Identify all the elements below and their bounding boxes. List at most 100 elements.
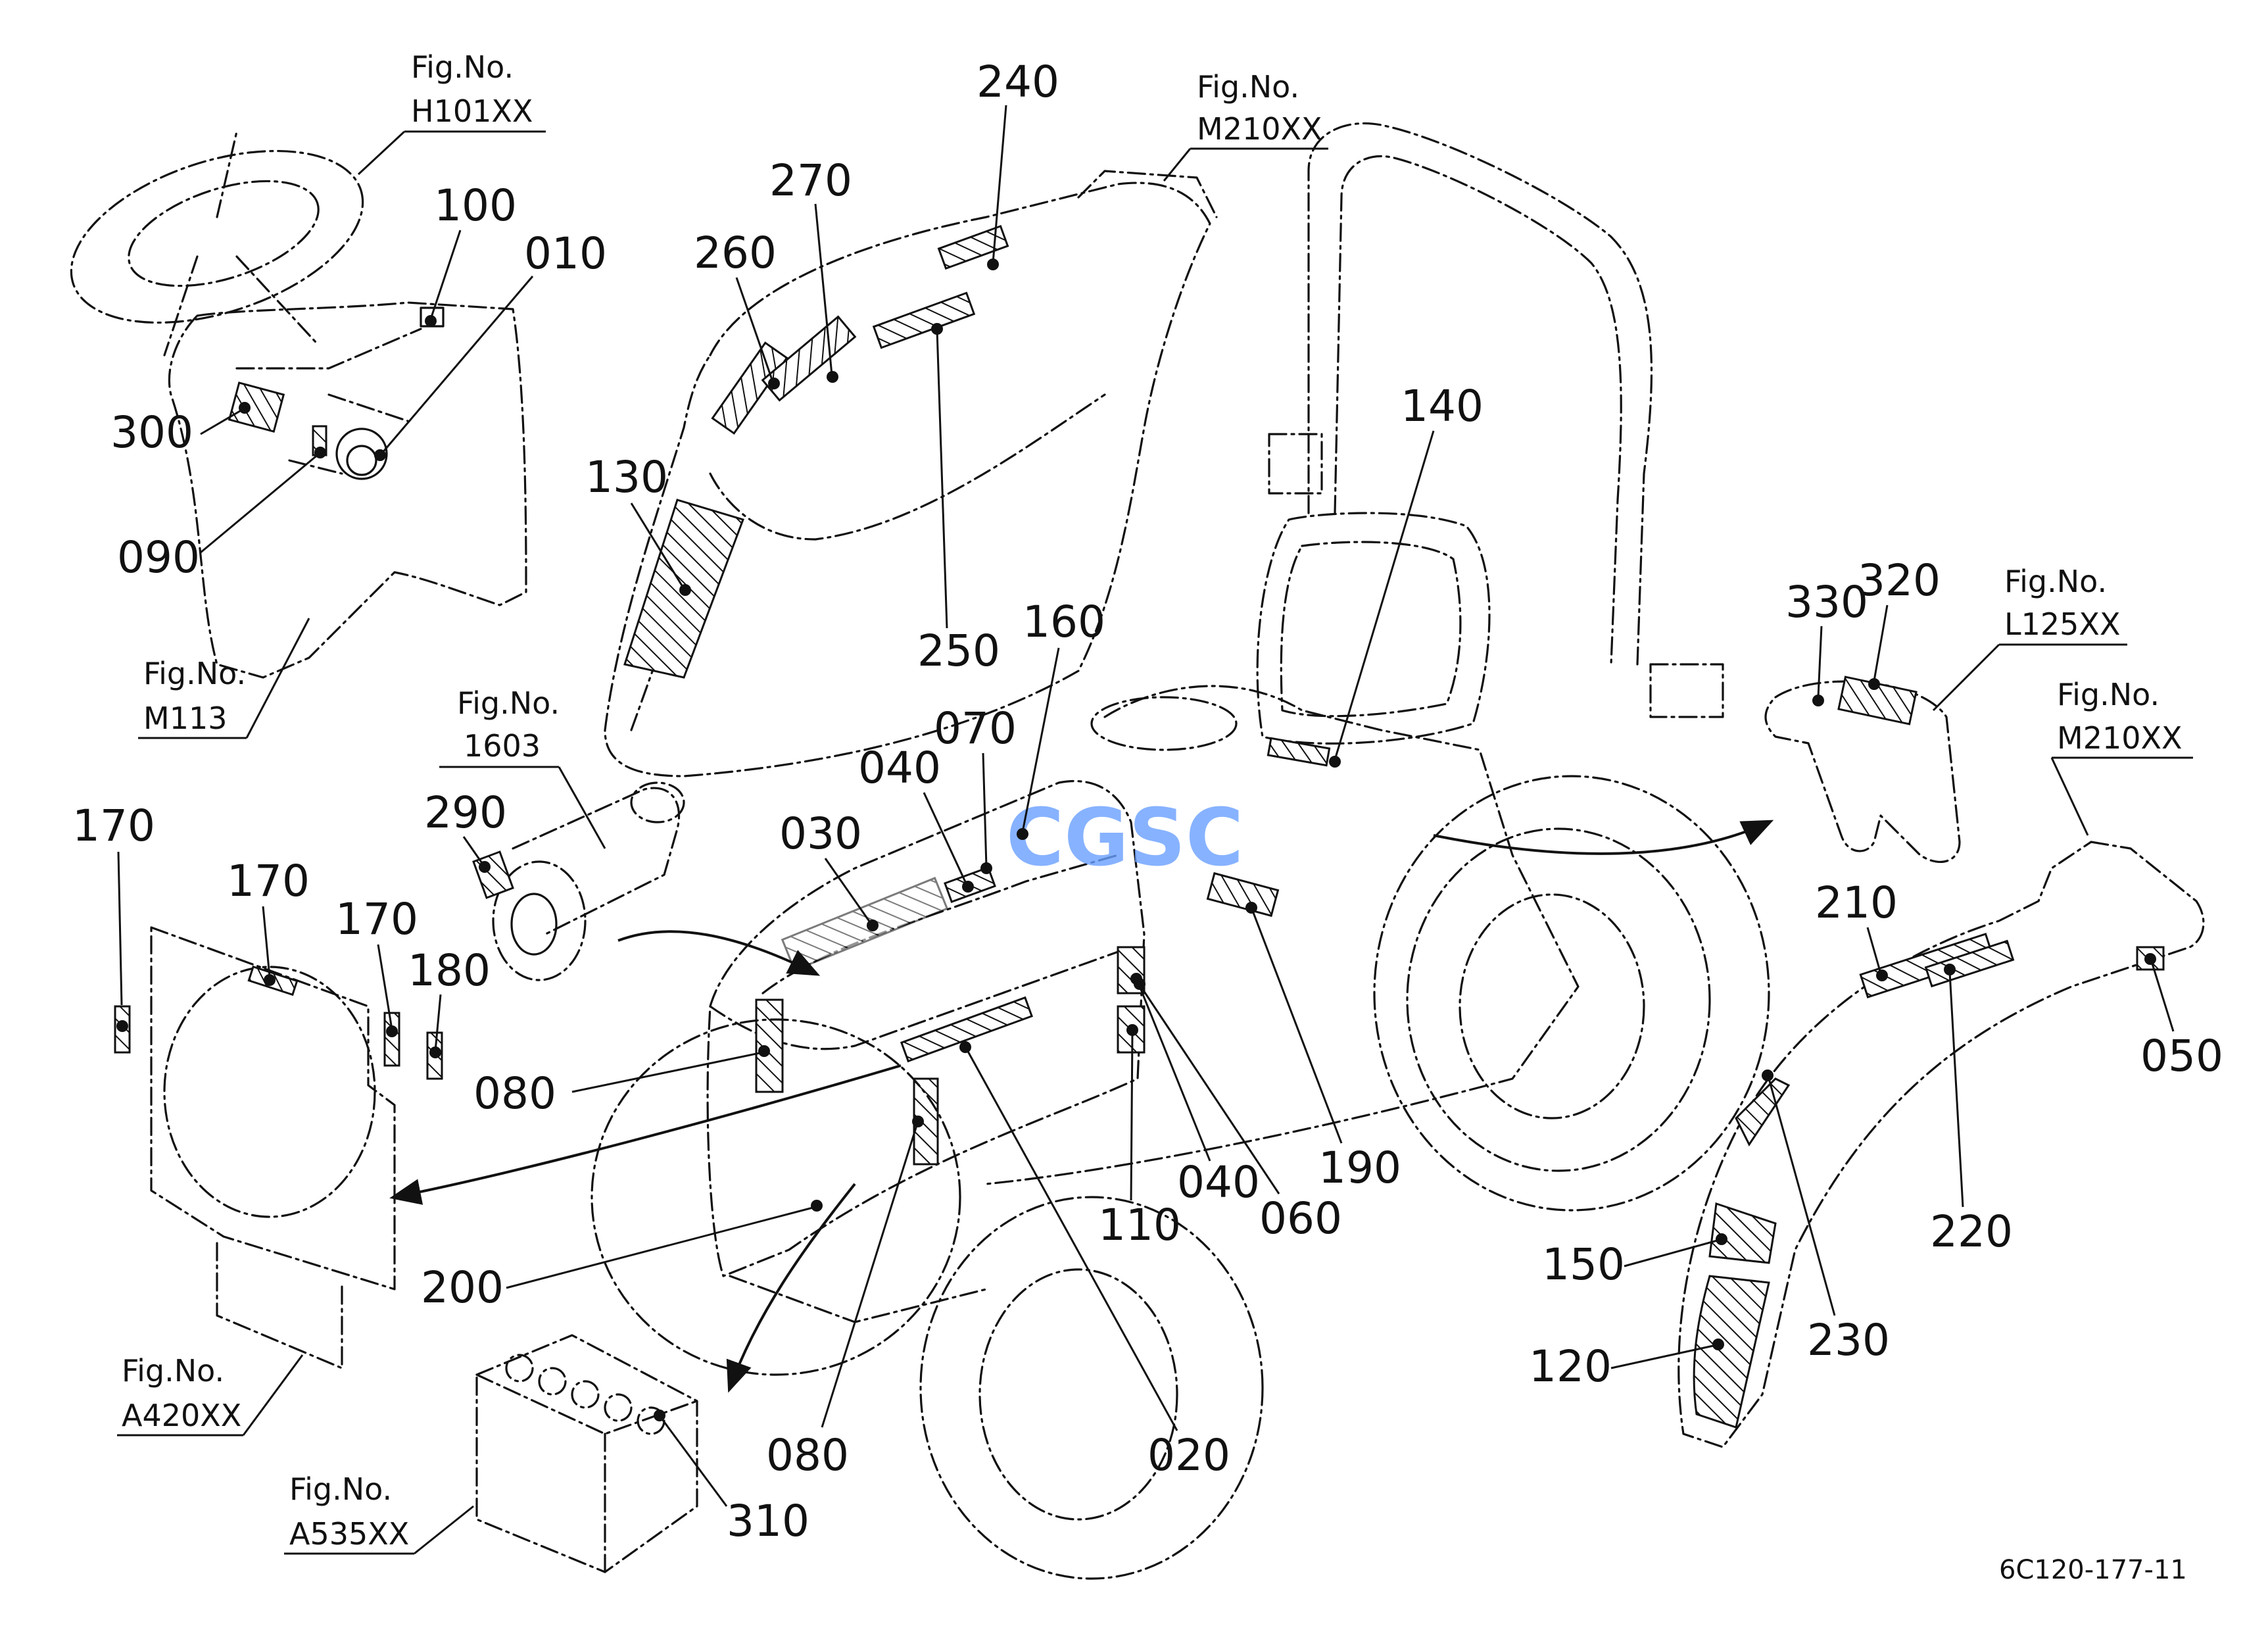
side-panel — [1764, 676, 1961, 863]
callout-label: 260 — [694, 228, 777, 278]
fig-ref-l125xx[interactable]: Fig.No. L125XX — [1932, 564, 2127, 712]
callout-label: 240 — [977, 57, 1059, 107]
fig-ref-1603[interactable]: Fig.No. 1603 — [439, 685, 606, 849]
fig-ref-title: Fig.No. — [289, 1471, 392, 1507]
callout-210[interactable]: 210 — [1815, 877, 1898, 981]
callout-label: 140 — [1401, 381, 1484, 431]
rear-wheel — [1373, 775, 1770, 1212]
fig-ref-m210xx-top[interactable]: Fig.No. M210XX — [1163, 69, 1328, 182]
callout-080-upper[interactable]: 080 — [473, 1045, 770, 1119]
fig-ref-code: H101XX — [411, 93, 533, 129]
callout-180[interactable]: 180 — [408, 945, 491, 1058]
callout-220[interactable]: 220 — [1930, 964, 2013, 1257]
fig-ref-title: Fig.No. — [1197, 69, 1299, 105]
callout-230[interactable]: 230 — [1762, 1069, 1890, 1365]
callout-200[interactable]: 200 — [421, 1200, 823, 1313]
callout-250[interactable]: 250 — [917, 323, 1000, 676]
callout-label: 130 — [585, 452, 668, 503]
callout-label: 170 — [335, 894, 418, 945]
callout-label: 040 — [1177, 1157, 1260, 1208]
callout-label: 210 — [1815, 877, 1898, 928]
callout-label: 060 — [1259, 1193, 1342, 1244]
callout-label: 120 — [1529, 1341, 1612, 1392]
callout-020[interactable]: 020 — [959, 1041, 1230, 1481]
watermark-text: CGSC — [1006, 793, 1243, 884]
callout-label: 080 — [473, 1068, 556, 1119]
callout-label: 160 — [1023, 597, 1105, 647]
callout-130[interactable]: 130 — [585, 452, 691, 596]
fig-ref-title: Fig.No. — [143, 656, 246, 691]
callout-label: 150 — [1542, 1239, 1625, 1290]
callout-190[interactable]: 190 — [1245, 902, 1401, 1193]
callout-300[interactable]: 300 — [110, 402, 251, 458]
callout-320[interactable]: 320 — [1858, 555, 1941, 690]
callout-040-top[interactable]: 040 — [858, 743, 974, 893]
fig-ref-code: M210XX — [1197, 111, 1322, 147]
callouts: 240 270 260 130 250 100 010 300 090 140 … — [72, 57, 2223, 1546]
steering-dash-assembly — [70, 130, 527, 679]
callout-290[interactable]: 290 — [424, 787, 507, 873]
callout-label: 030 — [779, 808, 862, 859]
callout-010[interactable]: 010 — [374, 228, 607, 461]
callout-160[interactable]: 160 — [1017, 597, 1105, 840]
callout-label: 300 — [110, 407, 193, 458]
callout-label: 330 — [1785, 577, 1868, 627]
battery — [475, 1334, 698, 1573]
callout-label: 310 — [727, 1496, 809, 1546]
callout-150[interactable]: 150 — [1542, 1233, 1727, 1290]
callout-310[interactable]: 310 — [654, 1410, 809, 1546]
callout-090[interactable]: 090 — [117, 447, 326, 583]
fig-ref-m210xx-right[interactable]: Fig.No. M210XX — [2050, 677, 2193, 836]
callout-120[interactable]: 120 — [1529, 1339, 1724, 1392]
fig-ref-a535xx[interactable]: Fig.No. A535XX — [284, 1471, 474, 1555]
fig-ref-code: 1603 — [464, 728, 541, 764]
callout-label: 230 — [1807, 1315, 1890, 1365]
callout-label: 170 — [227, 856, 310, 906]
fig-ref-a420xx[interactable]: Fig.No. A420XX — [117, 1353, 304, 1437]
callout-170-right[interactable]: 170 — [335, 894, 418, 1037]
fig-ref-code: M210XX — [2057, 720, 2183, 756]
callout-050[interactable]: 050 — [2140, 953, 2223, 1081]
fender — [1677, 841, 2205, 1448]
callout-label: 090 — [117, 532, 200, 583]
callout-label: 040 — [858, 743, 941, 793]
callout-030[interactable]: 030 — [779, 808, 879, 931]
callout-label: 320 — [1858, 555, 1941, 606]
callout-label: 170 — [72, 800, 155, 851]
callout-140[interactable]: 140 — [1329, 381, 1484, 768]
fig-ref-title: Fig.No. — [2057, 677, 2159, 712]
callout-110[interactable]: 110 — [1098, 1024, 1181, 1250]
callout-260[interactable]: 260 — [694, 228, 780, 389]
callout-label: 220 — [1930, 1206, 2013, 1257]
fig-ref-code: L125XX — [2004, 606, 2120, 642]
rops-seat-assembly — [985, 122, 1724, 1185]
callout-170-left[interactable]: 170 — [72, 800, 155, 1032]
callout-170-mid[interactable]: 170 — [227, 856, 310, 986]
callout-060[interactable]: 060 — [1134, 978, 1342, 1244]
fig-ref-m113[interactable]: Fig.No. M113 — [138, 618, 310, 739]
pointer-arrows — [389, 820, 1774, 1393]
callout-label: 200 — [421, 1262, 504, 1313]
callout-100[interactable]: 100 — [425, 180, 517, 327]
callout-080-lower[interactable]: 080 — [766, 1116, 924, 1481]
callout-040-bottom[interactable]: 040 — [1130, 973, 1260, 1208]
callout-330[interactable]: 330 — [1785, 577, 1868, 706]
callout-label: 290 — [424, 787, 507, 838]
callout-label: 050 — [2140, 1031, 2223, 1081]
figure-refs: Fig.No. H101XX Fig.No. M210XX Fig.No. M1… — [117, 49, 2193, 1555]
drawing-code: 6C120-177-11 — [1999, 1555, 2187, 1585]
callout-label: 250 — [917, 626, 1000, 676]
fig-ref-title: Fig.No. — [411, 49, 514, 85]
fig-ref-title: Fig.No. — [122, 1353, 224, 1389]
fig-ref-h101xx[interactable]: Fig.No. H101XX — [357, 49, 546, 176]
fig-ref-code: A535XX — [289, 1516, 409, 1552]
callout-240[interactable]: 240 — [977, 57, 1059, 270]
callout-label: 070 — [934, 703, 1017, 754]
callout-070[interactable]: 070 — [934, 703, 1017, 874]
callout-270[interactable]: 270 — [769, 155, 852, 383]
fig-ref-title: Fig.No. — [2004, 564, 2107, 599]
callout-label: 020 — [1147, 1430, 1230, 1481]
callout-label: 010 — [524, 228, 607, 279]
